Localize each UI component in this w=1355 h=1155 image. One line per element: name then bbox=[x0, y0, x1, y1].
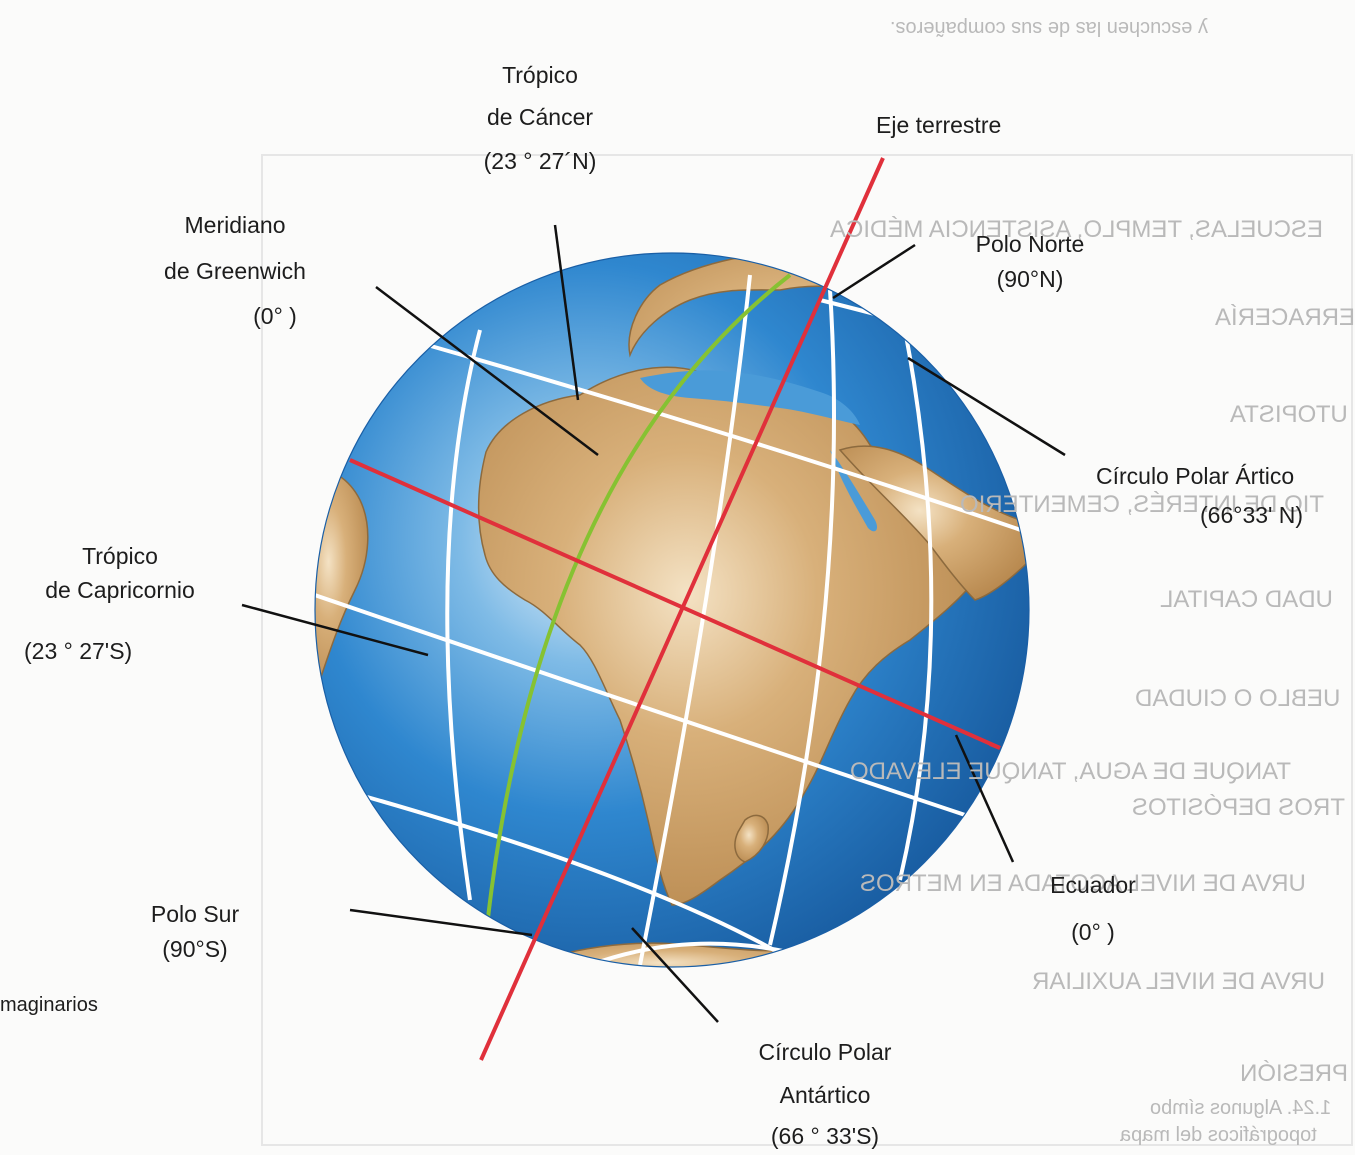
bleed-caption-1: topográficos del mapa bbox=[1120, 1124, 1317, 1146]
equator-extension bbox=[989, 742, 1001, 750]
bleed-legend-1: ERRACERÍA bbox=[1215, 304, 1355, 331]
bleed-legend-4: UDAD CAPITAL bbox=[1160, 586, 1333, 613]
label-equator-coord: (0° ) bbox=[1071, 919, 1115, 945]
leader-antarctic-circle bbox=[631, 927, 719, 1023]
meridian-w1 bbox=[445, 329, 482, 901]
leader-equator bbox=[954, 734, 1015, 863]
leader-north-pole bbox=[832, 243, 916, 300]
bleed-panel bbox=[261, 154, 1353, 1146]
label-tropic-capricorn-line2: de Capricornio bbox=[45, 577, 195, 603]
greenwich-meridian bbox=[486, 273, 792, 919]
label-north-pole-coord: (90°N) bbox=[996, 266, 1064, 292]
parallel-tropic-capricorn bbox=[315, 588, 1011, 832]
meridian-e2 bbox=[768, 289, 836, 946]
bleed-legend-6: TANQUE DE AGUA, TANQUE ELEVADO bbox=[850, 758, 1291, 785]
label-tropic-cancer-line1: Trópico bbox=[502, 62, 578, 88]
label-antarctic-circle: Círculo Polar Antártico (66 ° 33'S) bbox=[735, 1041, 915, 1148]
label-greenwich-line1: Meridiano bbox=[184, 212, 286, 238]
label-north-pole-line1: Polo Norte bbox=[975, 231, 1085, 257]
label-arctic-circle-line1: Círculo Polar Ártico bbox=[1096, 463, 1295, 489]
madagascar bbox=[734, 814, 769, 863]
mediterranean bbox=[640, 370, 860, 425]
label-tropic-cancer-coord: (23 ° 27´N) bbox=[483, 148, 597, 174]
equator-line bbox=[349, 458, 1001, 750]
label-south-pole: Polo Sur (90°S) bbox=[120, 903, 270, 961]
label-arctic-circle: Círculo Polar Ártico (66°33' N) bbox=[1096, 465, 1355, 527]
bleed-caption-0: 1.24. Algunos símbo bbox=[1150, 1097, 1332, 1119]
label-tropic-capricorn: Trópico de Capricornio bbox=[15, 545, 225, 602]
label-south-pole-line1: Polo Sur bbox=[150, 901, 240, 927]
leader-greenwich bbox=[375, 286, 599, 456]
meridian-e3 bbox=[898, 329, 934, 881]
leader-south-pole bbox=[349, 908, 533, 937]
label-tropic-capricorn-coord: (23 ° 27'S) bbox=[24, 638, 133, 664]
leader-lines bbox=[241, 224, 1066, 1023]
leader-arctic-circle bbox=[907, 356, 1066, 457]
label-tropic-cancer-line2: de Cáncer bbox=[486, 104, 594, 130]
label-equator: Ecuador (0° ) bbox=[1018, 874, 1168, 944]
bleed-legend-5: UEBLO O CIUDAD bbox=[1135, 685, 1341, 712]
bleed-legend-9: URVA DE NIVEL AUXILIAR bbox=[1032, 968, 1326, 995]
earth-axis bbox=[479, 157, 885, 1061]
label-tropic-capricorn-line1: Trópico bbox=[82, 543, 158, 569]
parallel-tropic-cancer bbox=[409, 338, 1029, 542]
parallel-antarctic-circle bbox=[359, 793, 802, 967]
caption-fragment: maginarios bbox=[0, 994, 98, 1016]
bleed-legend-7: TROS DEPÓSITOS bbox=[1132, 794, 1345, 821]
label-greenwich: Meridiano de Greenwich (0° ) bbox=[130, 214, 340, 328]
label-antarctic-circle-line1: Círculo Polar bbox=[758, 1039, 892, 1065]
bleed-legend-10: PRESIÓN bbox=[1240, 1060, 1349, 1087]
label-greenwich-line2: de Greenwich bbox=[164, 258, 306, 284]
label-north-pole: Polo Norte (90°N) bbox=[925, 233, 1135, 291]
globe-outline bbox=[314, 252, 1030, 968]
label-tropic-cancer: Trópico de Cáncer (23 ° 27´N) bbox=[455, 64, 625, 173]
bleed-legend-2: UTOPISTA bbox=[1230, 401, 1348, 428]
graticule bbox=[315, 274, 1029, 967]
meridian-e1 bbox=[638, 274, 752, 966]
label-arctic-circle-coord: (66°33' N) bbox=[1200, 502, 1304, 528]
label-south-pole-coord: (90°S) bbox=[162, 936, 228, 962]
label-antarctic-circle-line2: Antártico bbox=[779, 1082, 871, 1108]
label-earth-axis: Eje terrestre bbox=[876, 112, 1002, 138]
label-equator-line1: Ecuador bbox=[1050, 872, 1136, 898]
leader-tropic-capricorn bbox=[241, 603, 429, 657]
label-greenwich-coord: (0° ) bbox=[253, 303, 297, 329]
label-antarctic-circle-coord: (66 ° 33'S) bbox=[770, 1123, 880, 1149]
leader-tropic-cancer bbox=[553, 224, 580, 401]
